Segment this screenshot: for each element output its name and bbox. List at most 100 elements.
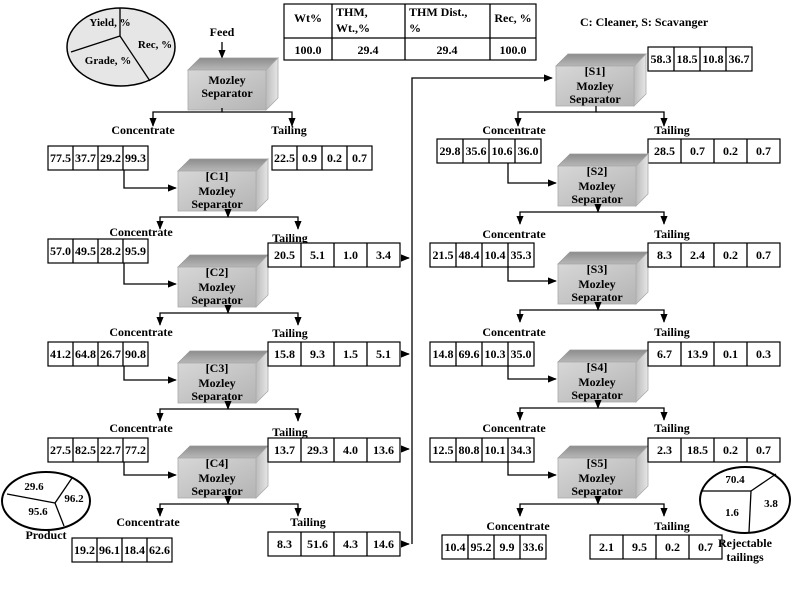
s5-tailing-table-cell-2: 0.2 (665, 540, 680, 554)
abbreviation-note: C: Cleaner, S: Scavanger (580, 15, 709, 29)
separator-s4-tag: [S4] (587, 360, 608, 374)
c3-tailing-table-cell-2: 4.0 (343, 443, 358, 457)
s2-concentrate-label: Concentrate (482, 227, 546, 241)
c3-tailing-table-cell-0: 13.7 (274, 443, 295, 457)
s1-feed-table-cell-3: 36.7 (729, 52, 750, 66)
s3-tailing-table-cell-2: 0.1 (723, 347, 738, 361)
s1-concentrate-table-cell-1: 35.6 (466, 144, 487, 158)
separator-s4-label-2: Separator (571, 388, 623, 402)
separator-rougher-label-2: Separator (201, 86, 253, 100)
flow-line (123, 462, 177, 479)
s1-concentrate-table-cell-2: 10.6 (492, 144, 513, 158)
c3-tailing-table-cell-3: 13.6 (373, 443, 394, 457)
rejects-rec: 3.8 (764, 498, 778, 510)
c3-concentrate-table-cell-2: 22.7 (100, 443, 121, 457)
separator-rougher-label-1: Mozley (208, 73, 245, 87)
rejects-yield: 70.4 (725, 474, 745, 486)
separator-s2-label-1: Mozley (578, 179, 615, 193)
flow-line (228, 503, 302, 517)
svg-text:100.0: 100.0 (295, 43, 322, 57)
s4-concentrate-table-cell-3: 34.3 (511, 443, 532, 457)
flow-line (516, 407, 598, 421)
s1-feed-table-cell-2: 10.8 (703, 52, 724, 66)
s1-concentrate-table-cell-3: 36.0 (518, 144, 539, 158)
separator-c4-tag: [C4] (206, 456, 229, 470)
legend-ellipse: Yield, % Rec, % Grade, % (66, 7, 176, 87)
s1-tailing-label: Tailing (654, 123, 690, 137)
s3-tailing-table-cell-3: 0.3 (756, 347, 771, 361)
separator-c1-label-1: Mozley (198, 184, 235, 198)
rougher-tailing-label: Tailing (271, 123, 307, 137)
flow-line (156, 408, 228, 422)
flow-line (222, 111, 296, 127)
c1-concentrate-table-cell-3: 95.9 (125, 244, 146, 258)
flow-line (123, 263, 177, 288)
c4-concentrate-table-cell-0: 19.2 (74, 543, 95, 557)
c4-tailing-table-cell-2: 4.3 (343, 537, 358, 551)
flow-line (228, 216, 302, 230)
flow-line (228, 408, 302, 422)
separator-s5 (557, 457, 637, 499)
separator-s5-label-2: Separator (571, 484, 623, 498)
svg-text:100.0: 100.0 (500, 43, 527, 57)
rougher-concentrate-label: Concentrate (111, 123, 175, 137)
rougher-concentrate-table-cell-1: 37.7 (75, 151, 96, 165)
s5-tailing-label: Tailing (654, 519, 690, 533)
flow-line (516, 211, 598, 225)
s2-tailing-table-cell-3: 0.7 (756, 248, 771, 262)
s5-tailing-table-cell-3: 0.7 (698, 540, 713, 554)
flow-line (598, 309, 668, 323)
separator-c3-label-2: Separator (191, 389, 243, 403)
c2-tailing-table-cell-3: 5.1 (376, 347, 391, 361)
flow-line (228, 312, 302, 326)
flow-line (598, 407, 668, 421)
c4-concentrate-table-cell-3: 62.6 (149, 543, 170, 557)
legend-rec: Rec, % (138, 39, 172, 51)
flow-line (156, 216, 228, 230)
separator-s1-label-1: Mozley (576, 79, 613, 93)
rejects-grade: 1.6 (725, 507, 739, 519)
flow-line (514, 106, 597, 127)
s1-tailing-table-cell-3: 0.7 (756, 144, 771, 158)
c1-concentrate-label: Concentrate (109, 225, 173, 239)
separator-s4-label-1: Mozley (578, 375, 615, 389)
flow-line (507, 462, 557, 479)
feed-table: Wt% THM, Wt.,% THM Dist., % Rec, % 100.0… (283, 3, 537, 61)
separator-c4-label-1: Mozley (198, 471, 235, 485)
c2-tailing-table-cell-2: 1.5 (343, 347, 358, 361)
rougher-concentrate-table-cell-0: 77.5 (50, 151, 71, 165)
s5-concentrate-table-cell-3: 33.6 (523, 540, 544, 554)
s4-concentrate-table-cell-2: 10.1 (485, 443, 506, 457)
separator-c4-label-2: Separator (191, 484, 243, 498)
c4-tailing-table-cell-0: 8.3 (277, 537, 292, 551)
c2-tailing-table-cell-0: 15.8 (274, 347, 295, 361)
s2-concentrate-table-cell-0: 21.5 (433, 248, 454, 262)
separator-c3-tag: [C3] (206, 361, 229, 375)
svg-text:29.4: 29.4 (358, 43, 379, 57)
separator-s1 (555, 65, 635, 107)
feed-table-header-thm-dist: THM Dist., (409, 5, 467, 19)
flow-line (156, 503, 228, 517)
s4-concentrate-table-cell-1: 80.8 (459, 443, 480, 457)
c1-tailing-table-cell-0: 20.5 (274, 248, 295, 262)
s1-feed-table-cell-0: 58.3 (651, 52, 672, 66)
s2-tailing-table-cell-0: 8.3 (657, 248, 672, 262)
product-grade: 95.6 (28, 506, 48, 518)
flow-line (507, 163, 557, 187)
feed-table-header-wt: Wt% (294, 11, 322, 25)
flow-line (516, 309, 598, 323)
flow-line (596, 111, 668, 127)
c4-concentrate-label: Concentrate (116, 515, 180, 529)
separator-c2-tag: [C2] (206, 265, 229, 279)
feed-table-header-thm-wt: THM, (336, 5, 368, 19)
c1-concentrate-table-cell-2: 28.2 (100, 244, 121, 258)
flow-line (516, 503, 598, 517)
c1-tailing-table-cell-1: 5.1 (310, 248, 325, 262)
s3-concentrate-table-cell-1: 69.6 (459, 347, 480, 361)
s4-concentrate-table-cell-0: 12.5 (433, 443, 454, 457)
s4-tailing-table-cell-3: 0.7 (756, 443, 771, 457)
s3-tailing-label: Tailing (654, 325, 690, 339)
separator-c1-tag: [C1] (206, 169, 229, 183)
